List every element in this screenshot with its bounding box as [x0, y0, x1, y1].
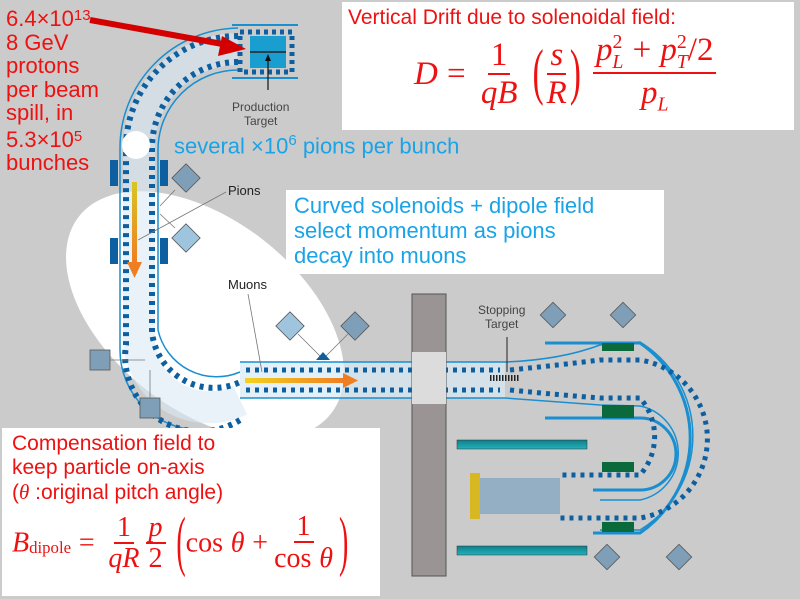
eq-symbol: p	[596, 32, 613, 68]
eq-symbol: B	[12, 527, 30, 559]
proton-count: 6.4×10	[6, 6, 74, 31]
label-line: Target	[244, 114, 278, 128]
curved-box-line: decay into muons	[294, 243, 467, 268]
production-target	[232, 24, 298, 90]
stopping-target-label: Stopping Target	[478, 303, 525, 331]
pion-arrow	[132, 182, 137, 264]
pions-suffix: pions per bunch	[296, 133, 460, 159]
curved-box-line: select momentum as pions	[294, 218, 556, 243]
detector-solenoid	[490, 337, 710, 535]
proton-note-line: spill, in	[6, 100, 74, 125]
proton-note: 6.4×1013 8 GeV protons per beam spill, i…	[6, 4, 99, 175]
label-line: Stopping	[478, 303, 526, 317]
vacuum-pump-lower-left	[89, 349, 161, 419]
proton-note-line: bunches	[6, 150, 90, 175]
tracker-calorimeter	[456, 439, 588, 556]
eq-symbol: cos	[185, 527, 223, 559]
eq-symbol: R	[546, 74, 567, 111]
label-line: Target	[485, 317, 519, 331]
eq-symbol: 1	[487, 38, 511, 75]
label-line: Production	[232, 100, 290, 114]
transport-solenoid-upstream	[119, 27, 248, 435]
compensation-field-box: Compensation field to keep particle on-a…	[2, 428, 380, 596]
eq-symbol: 2	[148, 542, 163, 574]
compensation-line: :original pitch angle)	[29, 481, 224, 504]
compensation-text: Compensation field to keep particle on-a…	[12, 432, 223, 505]
theta-symbol: θ	[19, 480, 30, 504]
eq-symbol: =	[78, 527, 95, 559]
eq-symbol: θ	[319, 543, 333, 575]
eq-symbol: 1	[293, 512, 314, 544]
pions-exponent: 6	[288, 132, 297, 149]
muons-label: Muons	[228, 277, 268, 292]
proton-note-line: per beam	[6, 76, 99, 102]
curved-solenoids-box: Curved solenoids + dipole field select m…	[286, 190, 664, 274]
eq-symbol: θ	[230, 527, 245, 559]
eq-symbol: p	[145, 512, 166, 544]
pions-prefix: several ×10	[174, 133, 289, 159]
proton-energy: 8 GeV	[6, 29, 69, 55]
bunch-exponent: 5	[73, 127, 83, 145]
eq-symbol: D	[414, 55, 438, 92]
compensation-line: Compensation field to	[12, 432, 216, 455]
eq-symbol: p	[660, 32, 677, 68]
eq-symbol: L	[657, 93, 669, 116]
eq-symbol: s	[547, 38, 567, 75]
collimator-circle	[122, 131, 150, 159]
eq-symbol: 2	[676, 31, 687, 53]
eq-symbol: +	[632, 32, 652, 68]
eq-symbol: T	[676, 50, 688, 73]
proton-beam-arrow	[89, 17, 246, 56]
bunch-count: 5.3×10	[6, 126, 74, 152]
eq-symbol: /2	[687, 32, 714, 68]
eq-symbol: =	[447, 55, 466, 92]
eq-symbol: 2	[612, 31, 623, 53]
curved-box-text: Curved solenoids + dipole field select m…	[294, 193, 594, 268]
proton-exponent: 13	[73, 7, 91, 24]
curved-box-line: Curved solenoids + dipole field	[294, 193, 595, 218]
shielding-wall	[411, 293, 447, 577]
production-target-label: Production Target	[232, 100, 289, 128]
proton-note-line: protons	[6, 53, 80, 78]
eq-symbol: p	[640, 75, 658, 112]
vertical-drift-box: Vertical Drift due to solenoidal field: …	[342, 2, 794, 130]
compensation-line: keep particle on-axis	[12, 456, 205, 479]
drift-title: Vertical Drift due to solenoidal field:	[348, 6, 677, 29]
pions-per-bunch-note: several ×106 pions per bunch	[174, 132, 459, 159]
vacuum-pump-detector	[539, 301, 693, 571]
pions-label: Pions	[228, 183, 261, 198]
eq-symbol: +	[252, 527, 269, 559]
compensation-line: (	[12, 481, 19, 504]
eq-symbol: 1	[113, 512, 134, 544]
muon-arrow	[245, 378, 345, 383]
eq-symbol: qB	[480, 74, 518, 111]
eq-symbol: L	[612, 50, 624, 73]
eq-symbol: qR	[108, 542, 140, 574]
eq-symbol: dipole	[29, 537, 72, 557]
eq-symbol: cos	[274, 543, 312, 575]
vacuum-pump-muon-line	[275, 311, 370, 360]
